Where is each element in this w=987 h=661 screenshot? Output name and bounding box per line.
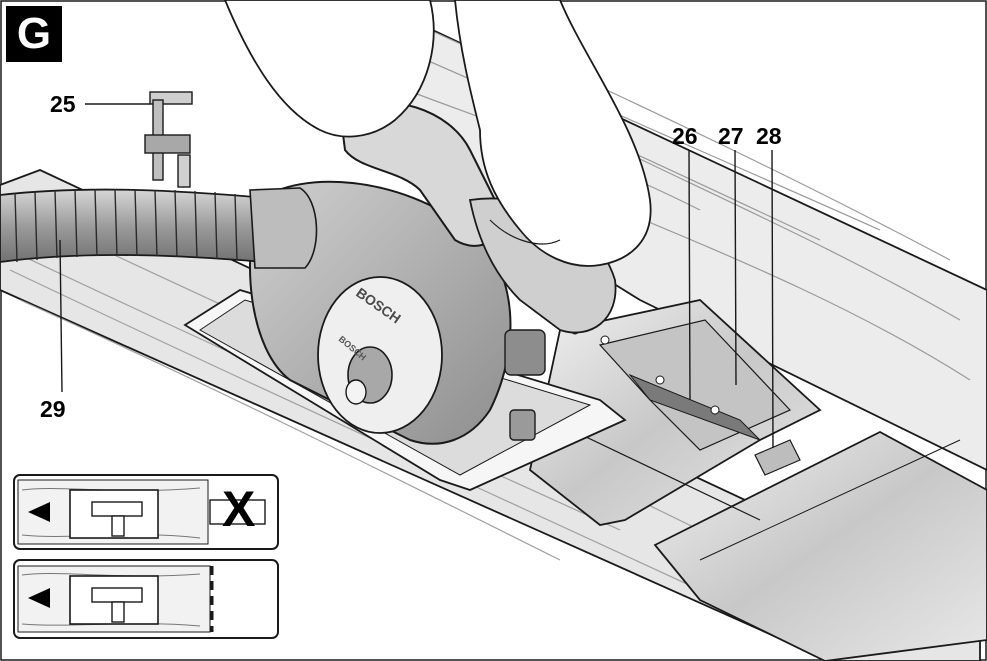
callout-28: 28	[756, 123, 782, 149]
guide-rail-lower	[653, 430, 987, 661]
guide-rail-upper	[529, 299, 822, 526]
connection-piece-shape	[754, 439, 801, 476]
leader-lines	[59, 103, 774, 449]
callout-29: 29	[40, 396, 66, 422]
callout-26: 26	[672, 123, 698, 149]
incorrect-mark: X	[222, 481, 256, 537]
figure-label: G	[6, 6, 62, 62]
screw-clamp-shape	[144, 91, 193, 188]
callout-27: 27	[718, 123, 744, 149]
extraction-hose-shape	[0, 187, 318, 269]
inset-incorrect	[13, 474, 279, 550]
callout-25: 25	[50, 91, 76, 117]
operator-hands	[224, 0, 652, 267]
inset-correct	[13, 559, 279, 639]
